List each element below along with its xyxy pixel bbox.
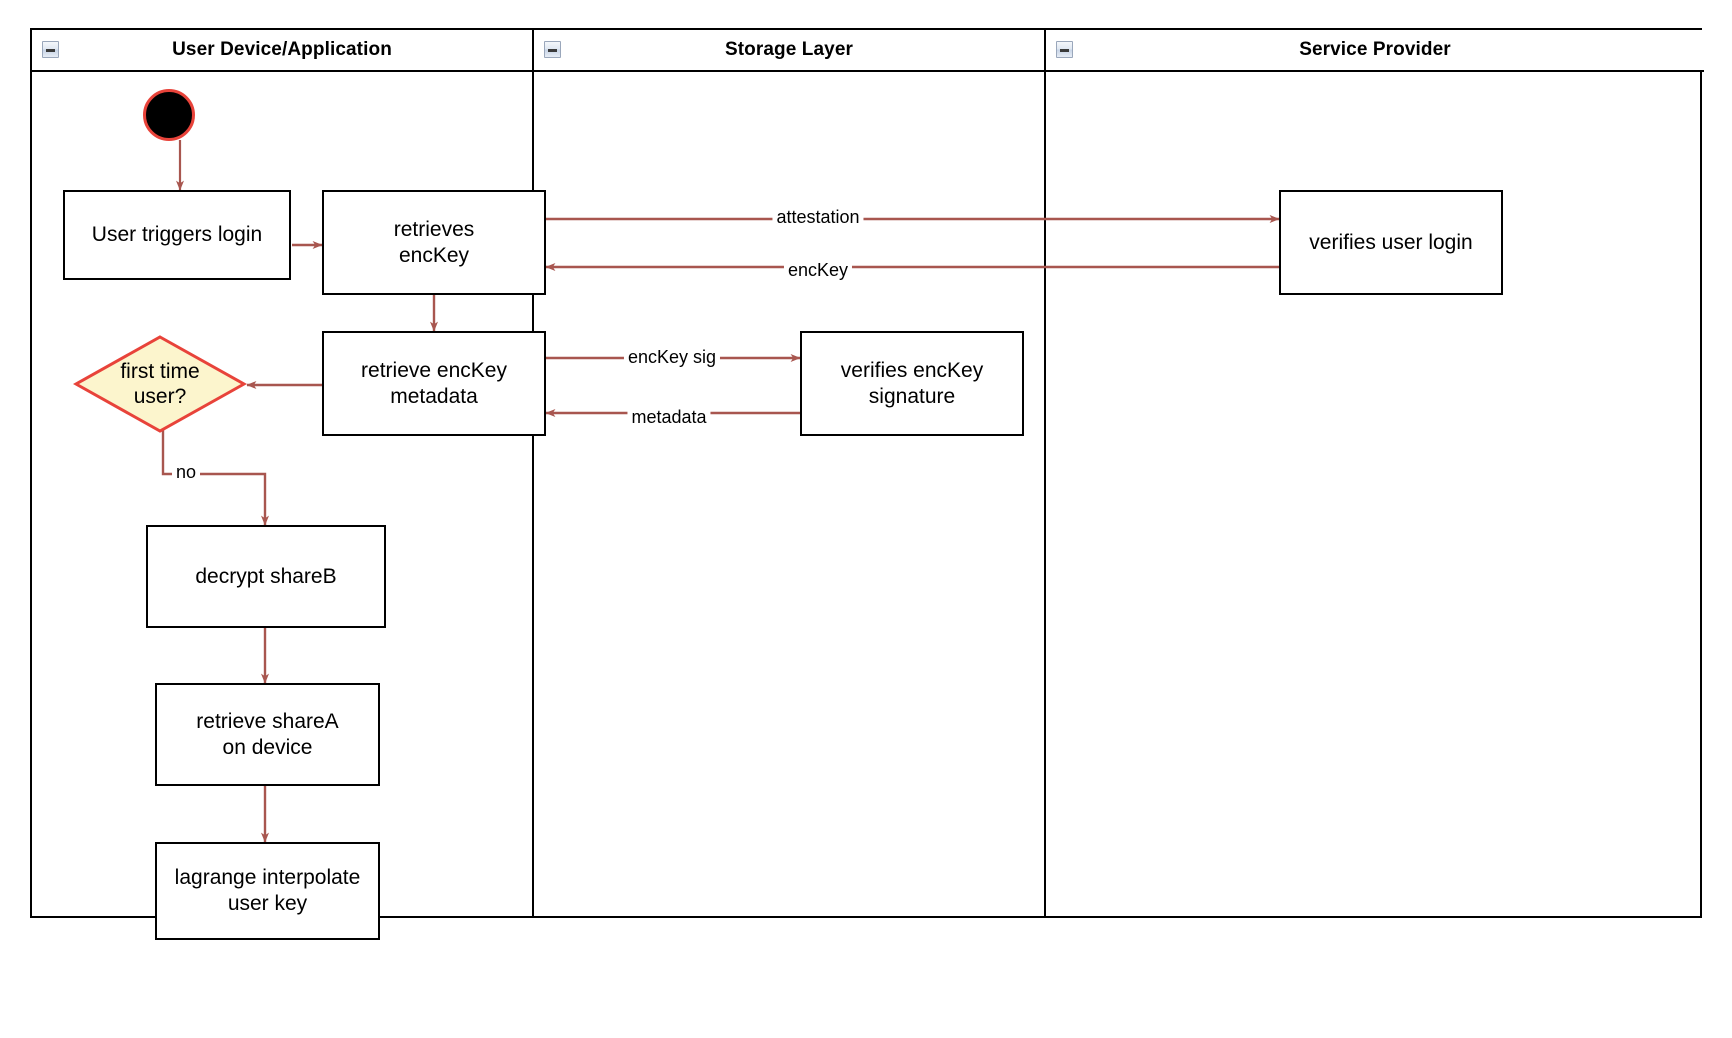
activity-label: User triggers login <box>91 223 263 247</box>
activity-decrypt-shareb[interactable]: decrypt shareB <box>146 525 386 628</box>
decision-diamond-shape <box>73 335 247 433</box>
activity-label-line2: user key <box>227 892 308 915</box>
edge-label-enckey-sig: encKey sig <box>623 347 721 368</box>
lane-service-provider[interactable]: Service Provider <box>1044 30 1704 916</box>
activity-label-line1: retrieve encKey <box>361 358 507 382</box>
lane-title-storage: Storage Layer <box>724 39 854 60</box>
lane-header-service-provider: Service Provider <box>1046 30 1704 72</box>
edge-label-attestation: attestation <box>772 207 864 228</box>
start-node <box>143 89 195 141</box>
lane-title-service-provider: Service Provider <box>1299 39 1451 60</box>
activity-label-line1: lagrange interpolate <box>174 866 361 890</box>
activity-label-line1: retrieves <box>393 217 475 241</box>
edge-label-metadata: metadata <box>627 407 711 428</box>
collapse-minus-icon[interactable] <box>42 41 59 58</box>
activity-user-triggers-login[interactable]: User triggers login <box>63 190 291 280</box>
activity-verifies-enckey-signature[interactable]: verifies encKey signature <box>800 331 1024 436</box>
decision-first-time-user[interactable]: first time user? <box>73 334 247 434</box>
edge-label-enckey: encKey <box>783 260 853 281</box>
activity-verifies-user-login[interactable]: verifies user login <box>1279 190 1503 295</box>
activity-label: decrypt shareB <box>195 564 337 588</box>
activity-label-line2: signature <box>868 384 956 408</box>
activity-label-line2: metadata <box>390 384 478 408</box>
activity-label-line2: on device <box>222 735 313 759</box>
activity-label-line1: verifies encKey <box>840 358 984 382</box>
collapse-minus-icon[interactable] <box>544 41 561 58</box>
lane-header-storage: Storage Layer <box>534 30 1044 72</box>
lane-title-user-device: User Device/Application <box>172 39 392 60</box>
collapse-minus-icon[interactable] <box>1056 41 1073 58</box>
activity-retrieve-sharea-on-device[interactable]: retrieve shareA on device <box>155 683 380 786</box>
activity-retrieve-enckey-metadata[interactable]: retrieve encKey metadata <box>322 331 546 436</box>
decision-label: first time user? <box>120 359 199 409</box>
edge-label-no: no <box>172 462 201 483</box>
lane-header-user-device: User Device/Application <box>32 30 532 72</box>
lane-user-device[interactable]: User Device/Application <box>32 30 532 916</box>
activity-label: verifies user login <box>1309 230 1473 254</box>
activity-lagrange-interpolate-user-key[interactable]: lagrange interpolate user key <box>155 842 380 940</box>
activity-label-line2: encKey <box>398 243 470 267</box>
decision-label-line2: user? <box>133 385 187 408</box>
activity-retrieves-enckey[interactable]: retrieves encKey <box>322 190 546 295</box>
decision-label-line1: first time <box>120 359 200 383</box>
activity-label-line1: retrieve shareA <box>196 709 339 733</box>
lane-storage[interactable]: Storage Layer <box>532 30 1044 916</box>
